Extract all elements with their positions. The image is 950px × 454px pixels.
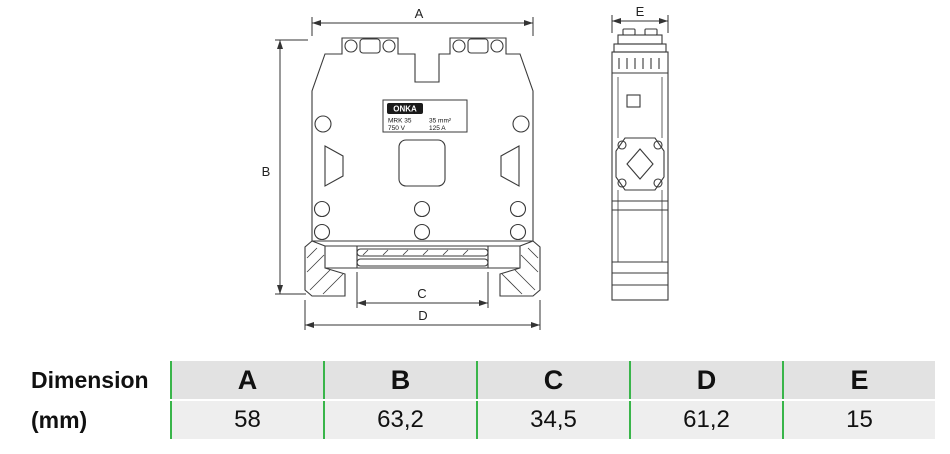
current-label: 125 A [429,125,446,132]
table-row-header-line1: Dimension [25,361,170,399]
dim-c-label: C [417,286,426,301]
table-col-header-a: A [170,361,323,399]
terminal-block-body [304,37,541,297]
dimension-table: Dimension A B C D E (mm) 58 63,2 34,5 61… [25,361,935,439]
dim-a-label: A [415,6,424,21]
brand-label: ONKA [393,105,417,114]
dimension-c [356,272,489,308]
clamp-screw-icon [490,39,504,53]
front-view-drawing: ONKA MRK 35 35 mm² 750 V 125 A A B C [262,6,541,330]
table-col-header-e: E [782,361,935,399]
table-col-header-d: D [629,361,782,399]
table-col-header-b: B [323,361,476,399]
clamp-screw-icon [452,39,466,53]
clamp-screw-icon [382,39,396,53]
clamp-screw-icon [344,39,358,53]
table-value-c: 34,5 [476,401,629,439]
dim-b-label: B [262,164,271,179]
dim-e-label: E [636,5,645,19]
table-value-e: 15 [782,401,935,439]
table-value-a: 58 [170,401,323,439]
technical-drawing-area: ONKA MRK 35 35 mm² 750 V 125 A A B C [262,5,669,330]
model-label: MRK 35 [388,118,412,125]
side-body [611,28,669,301]
hatch-lines [306,247,539,295]
dimension-b [275,39,308,295]
cross-section-label: 35 mm² [429,118,452,125]
dim-d-label: D [418,308,427,323]
table-value-d: 61,2 [629,401,782,439]
dimension-e [611,15,669,33]
dimension-a [311,17,534,36]
voltage-label: 750 V [388,125,406,132]
side-view-drawing: E [611,5,669,301]
table-value-b: 63,2 [323,401,476,439]
dimension-d [304,300,541,330]
brand-logo [387,103,423,114]
table-col-header-c: C [476,361,629,399]
table-row-header-line2: (mm) [25,401,170,439]
nameplate: ONKA MRK 35 35 mm² 750 V 125 A [382,99,468,133]
